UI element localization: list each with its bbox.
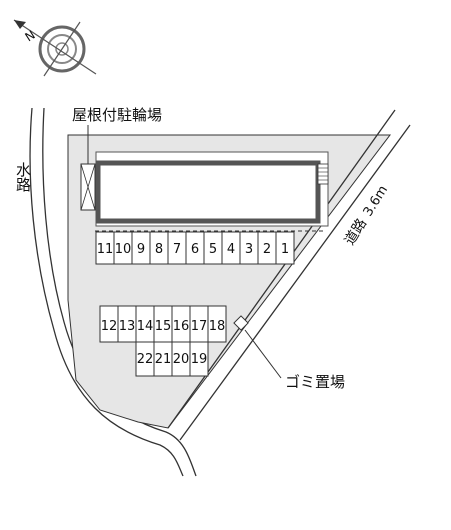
bicycle-parking-label: 屋根付駐輪場	[72, 106, 162, 124]
road-label-group: 道路 3.6m	[342, 183, 391, 248]
parking-number: 1	[281, 242, 289, 257]
parking-number: 12	[101, 319, 118, 334]
parking-number: 19	[191, 352, 208, 367]
parking-number: 16	[173, 319, 190, 334]
parking-number: 14	[137, 319, 154, 334]
parking-number: 3	[245, 242, 253, 257]
parking-row-bottom: 22 21 20 19	[135, 341, 209, 377]
garbage-label: ゴミ置場	[285, 373, 345, 391]
parking-space	[207, 305, 227, 343]
parking-number: 4	[227, 242, 235, 257]
parking-row-middle: 12 13 14 15 16 17 18	[99, 305, 227, 343]
parking-number: 17	[191, 319, 208, 334]
parking-space	[189, 341, 209, 377]
road-label: 道路	[342, 216, 370, 248]
parking-number: 13	[119, 319, 136, 334]
parking-number: 2	[263, 242, 271, 257]
stairs-icon	[317, 163, 329, 185]
compass-icon: N	[13, 19, 97, 77]
parking-number: 6	[191, 242, 199, 257]
parking-number: 8	[155, 242, 163, 257]
parking-number: 10	[115, 242, 132, 257]
parking-number: 9	[137, 242, 145, 257]
garbage-leader	[244, 329, 282, 379]
building	[95, 160, 321, 224]
parking-row-top: 11 10 9 8 7 6 5 4 3 2 1	[95, 231, 295, 265]
parking-number: 7	[173, 242, 181, 257]
parking-space	[275, 231, 295, 265]
parking-number: 18	[209, 319, 226, 334]
waterway-left-line	[29, 107, 184, 477]
parking-number: 21	[155, 352, 172, 367]
compass-north-label: N	[23, 28, 38, 45]
parking-number: 15	[155, 319, 172, 334]
waterway-label: 水路	[14, 162, 32, 192]
parking-number: 20	[173, 352, 190, 367]
parking-number: 22	[137, 352, 154, 367]
parking-number: 11	[97, 242, 114, 257]
parking-number: 5	[209, 242, 217, 257]
road-edge-right	[179, 124, 411, 441]
garbage-station	[233, 315, 249, 331]
road-width-label: 3.6m	[361, 183, 391, 219]
